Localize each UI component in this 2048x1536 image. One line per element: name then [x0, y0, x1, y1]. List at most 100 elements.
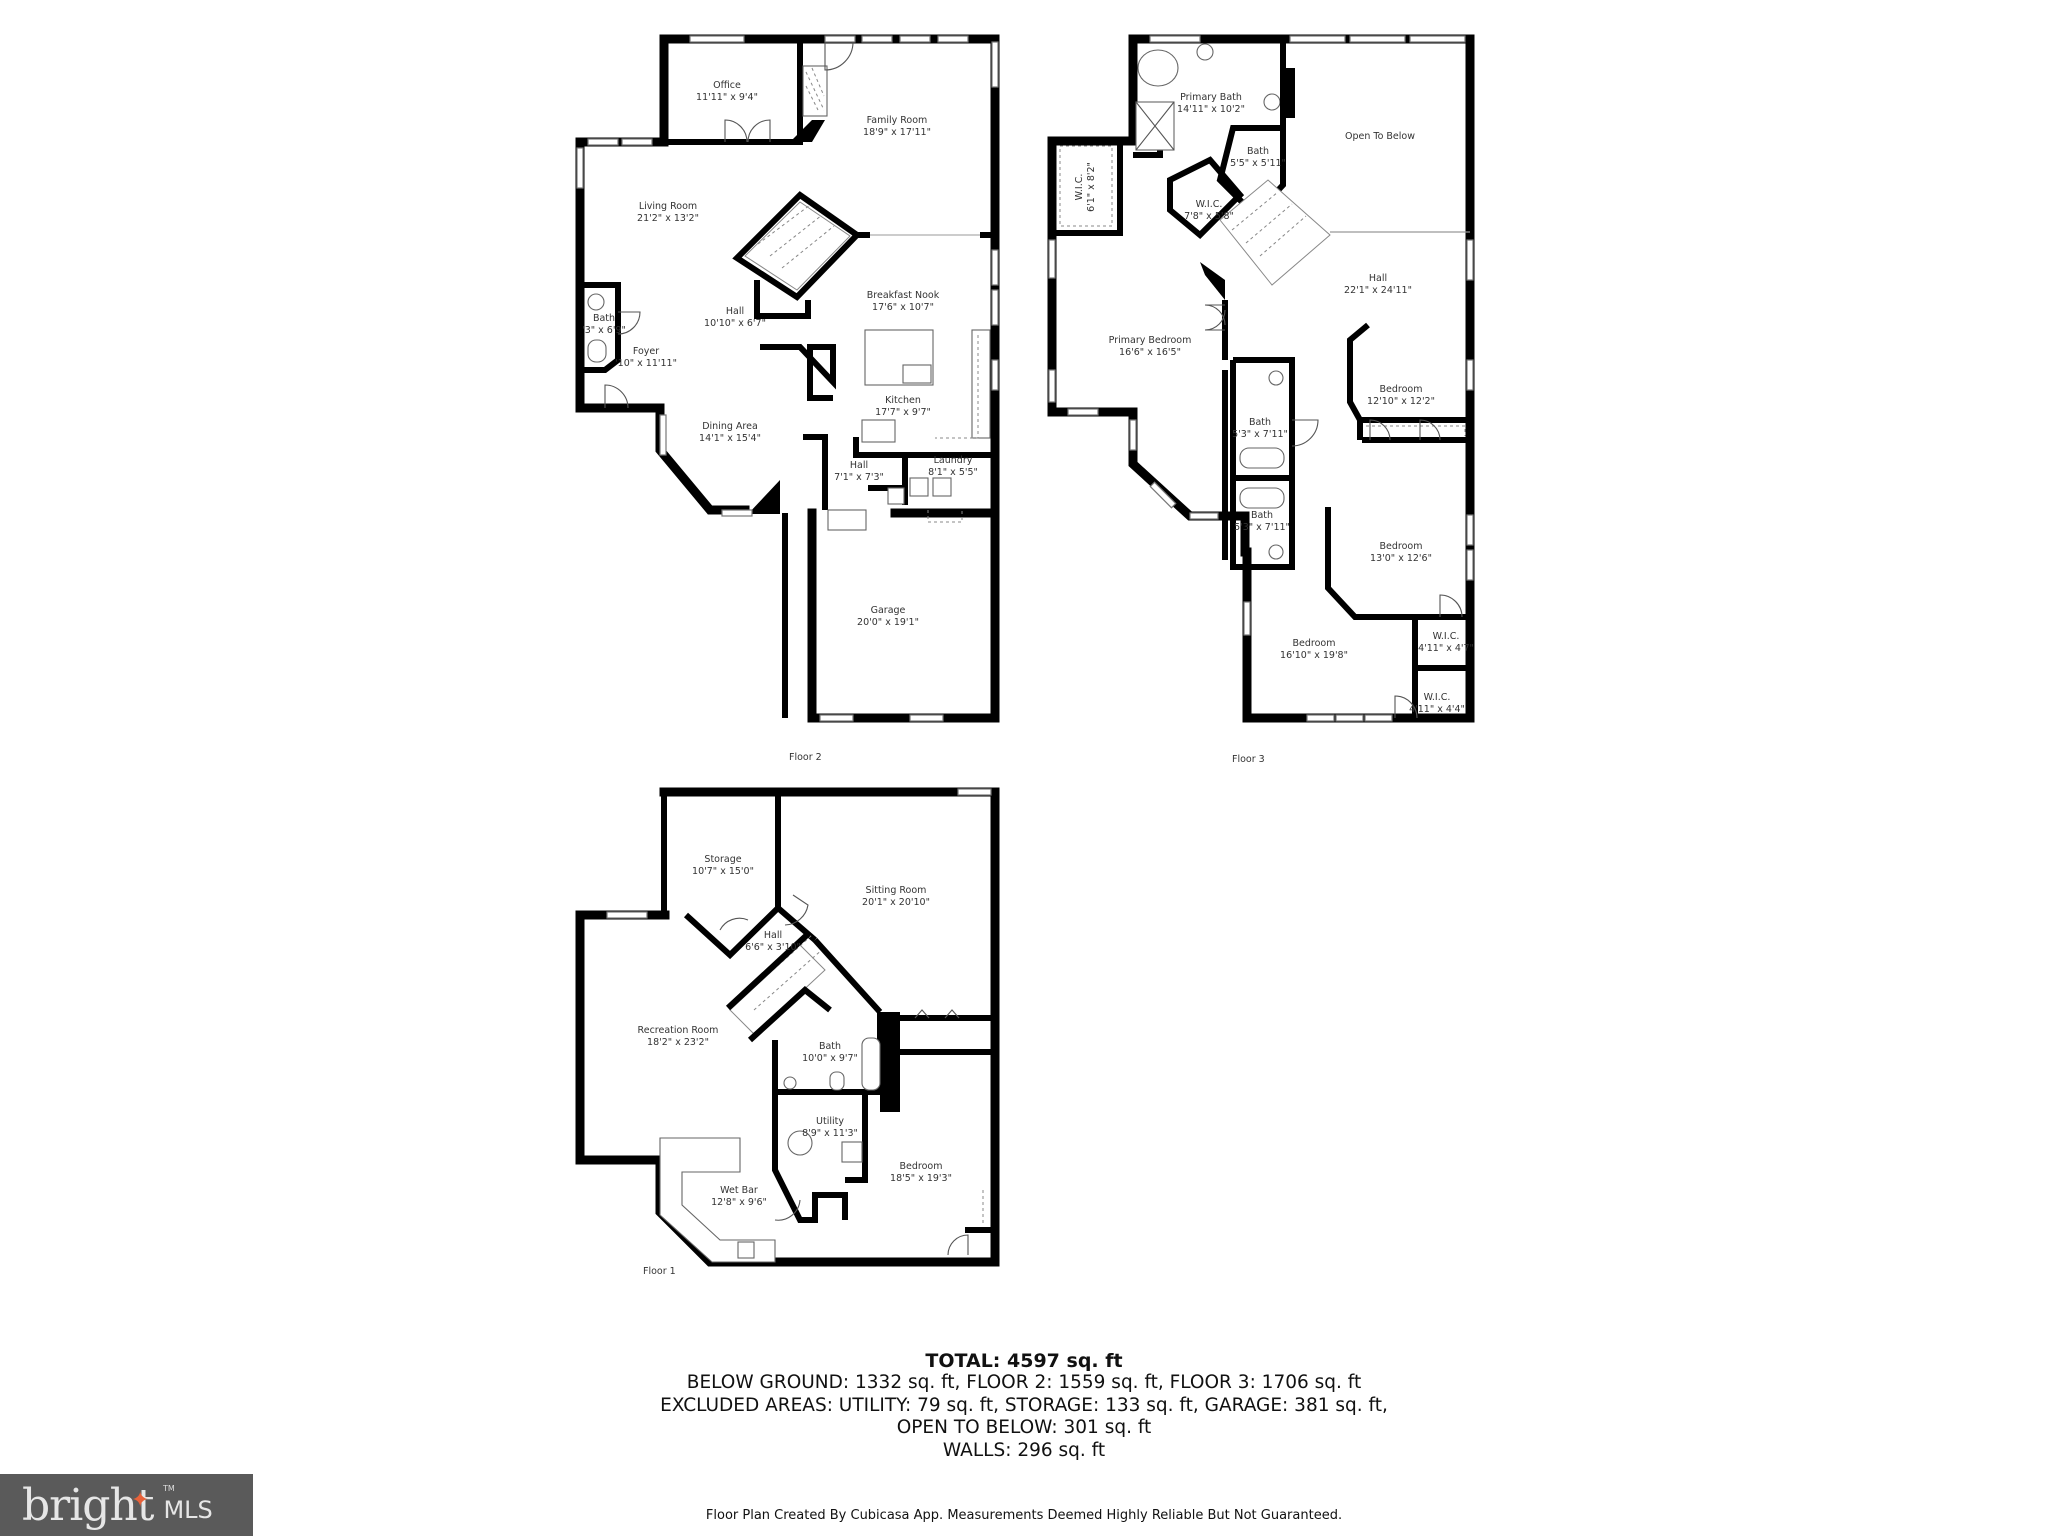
floor-1-label: Floor 1: [643, 1266, 676, 1277]
open-to-below-area: OPEN TO BELOW: 301 sq. ft: [896, 1417, 1152, 1438]
room-name: Bath: [818, 1041, 842, 1052]
room-name: W.I.C.: [1432, 631, 1460, 642]
room-name: Breakfast Nook: [866, 290, 940, 301]
room-dims: 17'7" x 9'7": [875, 407, 931, 418]
room-name: Bath: [1246, 146, 1270, 157]
room-name: Foyer: [632, 346, 660, 357]
room-dims: 10'7" x 15'0": [692, 866, 754, 877]
room-dims: 6'6" x 3'10": [745, 942, 801, 953]
floor-1-plan: [575, 787, 1000, 1267]
room-name: Sitting Room: [865, 885, 927, 896]
floor-1-stairs: [725, 931, 883, 1043]
room-name: Bath: [1248, 417, 1272, 428]
logo-wordmark: bright: [22, 1479, 154, 1531]
disclaimer: Floor Plan Created By Cubicasa App. Meas…: [705, 1508, 1343, 1523]
room-label-wic-2: W.I.C.7'8" x 5'8": [1184, 199, 1234, 223]
room-name: Garage: [870, 605, 906, 616]
room-dims: 20'1" x 20'10": [862, 897, 930, 908]
room-dims: 18'5" x 19'3": [890, 1173, 952, 1184]
logo-mls-text: MLS: [163, 1496, 213, 1524]
room-dims: 5'3" x 7'11": [1232, 429, 1288, 440]
room-dims: 14'1" x 15'4": [699, 433, 761, 444]
room-dims: 16'6" x 16'5": [1119, 347, 1181, 358]
room-name: Wet Bar: [720, 1185, 758, 1196]
room-label-wic-primary: W.I.C.6'1" x 8'2": [1074, 162, 1098, 212]
room-dims: 5'5" x 5'11": [1230, 158, 1286, 169]
room-name: Hall: [763, 930, 783, 941]
room-dims: 10'0" x 9'7": [802, 1053, 858, 1064]
floor-2-stairs: [732, 191, 862, 319]
room-dims: 4'11" x 4'7": [1418, 643, 1474, 654]
floor-3-stairs: [1200, 179, 1331, 300]
room-name: Bedroom: [899, 1161, 943, 1172]
room-name: Hall: [849, 460, 869, 471]
room-name: Office: [713, 80, 741, 91]
room-dims: 11'11" x 9'4": [696, 92, 758, 103]
floor-2-label: Floor 2: [789, 752, 822, 763]
room-dims: 18'9" x 17'11": [863, 127, 931, 138]
room-dims: 7'1" x 7'3": [834, 472, 884, 483]
room-dims: 8'9" x 11'3": [802, 1128, 858, 1139]
room-name: Dining Area: [702, 421, 758, 432]
room-dims: 18'2" x 23'2": [647, 1037, 709, 1048]
room-name: Hall: [725, 306, 745, 317]
room-dims: 5'3" x 7'11": [1234, 522, 1290, 533]
room-name: Laundry: [933, 455, 973, 466]
floor-3-plan: [1047, 34, 1475, 723]
room-name: Bedroom: [1379, 384, 1423, 395]
room-dims: 13'0" x 12'6": [1370, 553, 1432, 564]
room-dims: 20'0" x 19'1": [857, 617, 919, 628]
total-area: TOTAL: 4597 sq. ft: [925, 1350, 1123, 1372]
room-dims: '10" x 11'11": [615, 358, 677, 369]
room-name: Open To Below: [1345, 131, 1415, 142]
room-name: Recreation Room: [637, 1025, 719, 1036]
room-dims: 16'10" x 19'8": [1280, 650, 1348, 661]
room-dims: 22'1" x 24'11": [1344, 285, 1412, 296]
room-name: Bath: [592, 313, 616, 324]
room-name: Storage: [704, 854, 742, 865]
walls-area: WALLS: 296 sq. ft: [942, 1439, 1106, 1461]
room-name: Bath: [1250, 510, 1274, 521]
room-name: Utility: [816, 1116, 844, 1127]
bright-mls-logo: bright ✦ TM MLS: [0, 1474, 253, 1536]
room-label-wic-3: W.I.C.4'11" x 4'7": [1418, 631, 1474, 655]
room-label-open-to-below: Open To Below: [1345, 131, 1415, 143]
room-name: Hall: [1368, 273, 1388, 284]
room-dims: 14'11" x 10'2": [1177, 104, 1245, 115]
room-dims: 4'11" x 4'4": [1409, 704, 1465, 715]
room-name: W.I.C.: [1423, 692, 1451, 703]
room-dims: 17'6" x 10'7": [872, 302, 934, 313]
room-dims: 12'10" x 12'2": [1367, 396, 1435, 407]
room-name: Family Room: [866, 115, 928, 126]
floor-areas: BELOW GROUND: 1332 sq. ft, FLOOR 2: 1559…: [686, 1372, 1362, 1393]
room-dims: 21'2" x 13'2": [637, 213, 699, 224]
room-name: W.I.C.: [1195, 199, 1223, 210]
area-summary: TOTAL: 4597 sq. ft BELOW GROUND: 1332 sq…: [0, 1350, 2048, 1462]
room-name: Primary Bedroom: [1108, 335, 1192, 346]
room-name: W.I.C.: [1074, 173, 1085, 201]
floor-3-label: Floor 3: [1232, 754, 1265, 765]
